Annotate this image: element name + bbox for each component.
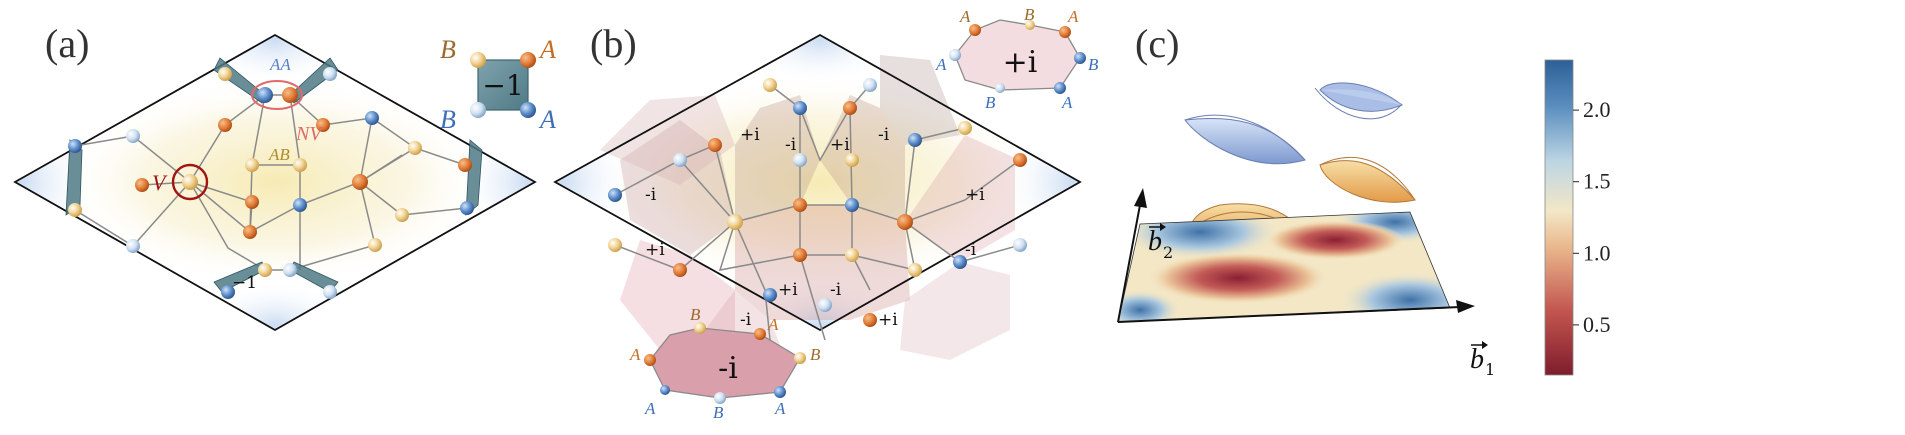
plaquette-value: +i	[645, 240, 665, 260]
panel-b: (b)	[553, 5, 1099, 422]
inset-b-bottom-site: B	[713, 403, 724, 422]
eigen-minus-one: −1	[232, 273, 257, 293]
colorbar-tick-label: 1.5	[1583, 169, 1611, 194]
inset-b-bottom: -i B A A B A B A	[629, 305, 821, 422]
axis-b2-subscript: 2	[1163, 243, 1173, 262]
axis-b2-label: b	[1148, 226, 1162, 257]
axis-b1-subscript: 1	[1485, 360, 1495, 379]
plaquette-value: -i	[645, 185, 657, 205]
inset-b-top-site: A	[1067, 7, 1079, 26]
label-nv: NV	[295, 123, 324, 145]
colorbar-ticks: 2.0 1.5 1.0 0.5	[1573, 97, 1611, 337]
unit-cell-a	[13, 33, 537, 332]
inset-a-value: −1	[482, 69, 523, 102]
inset-b-bottom-site: B	[690, 305, 701, 324]
plaquette-value: -i	[878, 125, 890, 145]
axis-b1-label: b	[1470, 344, 1484, 375]
plaquette-value: -i	[740, 310, 752, 330]
plaquette-values-b: +i -i -i +i -i +i -i +i +i -i -i +i	[645, 125, 985, 330]
atoms-a	[68, 67, 474, 299]
inset-b-bottom-site: A	[767, 315, 779, 334]
inset-b-bottom-site: A	[774, 399, 786, 418]
inset-a: −1 B A B A	[440, 35, 556, 134]
panel-c: (c)	[1117, 21, 1611, 379]
plaquette-value: +i	[878, 310, 898, 330]
inset-b-top-site: B	[985, 93, 996, 112]
label-v: V	[152, 170, 168, 195]
panel-c-label: (c)	[1135, 21, 1179, 66]
inset-b-bottom-value: -i	[718, 351, 738, 386]
inset-b-top-site: A	[1061, 93, 1073, 112]
inset-b-top-site: B	[1024, 5, 1035, 24]
plaquette-value: -i	[965, 240, 977, 260]
panel-b-label: (b)	[590, 21, 637, 66]
inset-b-bottom-site: B	[810, 345, 821, 364]
label-aa: AA	[269, 55, 291, 74]
panel-a-label: (a)	[45, 21, 89, 66]
atoms-b	[608, 78, 1027, 327]
v-highlight	[171, 163, 209, 201]
plaquette-value: -i	[785, 135, 797, 155]
nv-highlight	[251, 80, 303, 110]
plaquette-value: +i	[830, 135, 850, 155]
axes-c: b 2 b 1	[1117, 188, 1495, 379]
plaquette-value: +i	[740, 125, 760, 145]
colorbar-gradient	[1544, 59, 1574, 376]
inset-b-top-value: +i	[1003, 45, 1038, 80]
plaquette-value: -i	[830, 280, 842, 300]
inset-b-top: +i A B A A B B A	[935, 5, 1099, 112]
inset-b-bottom-site: A	[629, 345, 641, 364]
panel-a-background	[15, 35, 535, 330]
inset-a-a-top: A	[538, 35, 556, 64]
unit-cell-b	[553, 33, 1082, 332]
colorbar: 2.0 1.5 1.0 0.5	[1544, 59, 1611, 376]
heatmap-plane	[1117, 211, 1451, 323]
label-ab: AB	[268, 145, 290, 164]
inset-a-a-bottom: A	[538, 105, 556, 134]
inset-b-top-site: B	[1088, 55, 1099, 74]
blue-bands	[1184, 82, 1403, 165]
inset-b-top-site: A	[935, 55, 947, 74]
inset-b-bottom-site: A	[644, 399, 656, 418]
inset-b-top-site: A	[959, 7, 971, 26]
colorbar-tick-label: 2.0	[1583, 97, 1611, 122]
inset-a-b-top: B	[440, 35, 456, 64]
inset-a-b-bottom: B	[440, 105, 456, 134]
plaquette-value: +i	[965, 185, 985, 205]
colorbar-tick-label: 1.0	[1583, 240, 1611, 265]
panel-a: (a)	[13, 21, 556, 332]
plaquette-value: +i	[778, 280, 798, 300]
colorbar-tick-label: 0.5	[1583, 312, 1611, 337]
